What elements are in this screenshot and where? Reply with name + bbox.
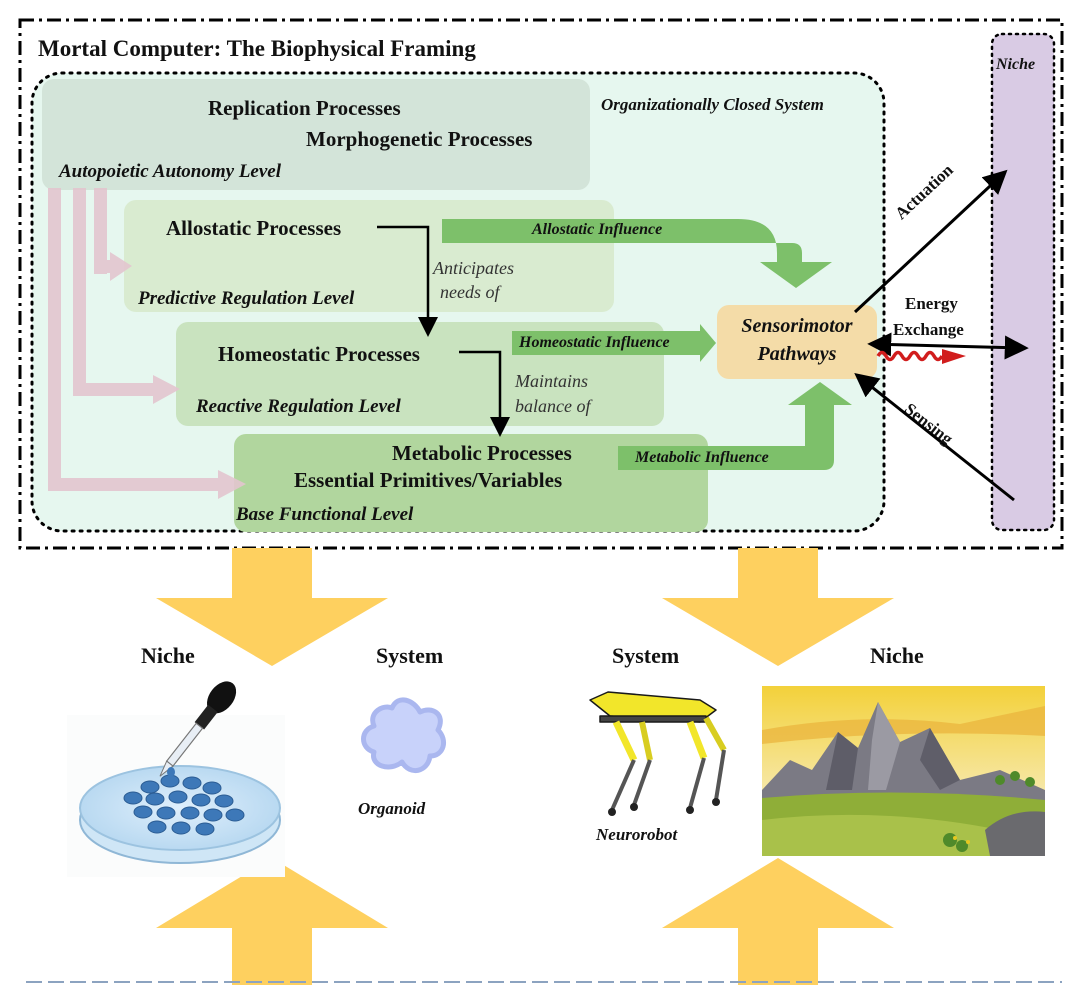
predictive-level-label: Predictive Regulation Level — [138, 288, 355, 309]
left-niche-label: Niche — [141, 643, 195, 668]
landscape-illustration — [762, 686, 1045, 856]
energy-wave — [876, 350, 944, 362]
anticipates-label: Anticipates — [433, 258, 514, 278]
influence-arrows — [442, 219, 852, 470]
sensorimotor-box — [717, 305, 877, 379]
allostatic-influence-label: Allostatic Influence — [532, 221, 663, 238]
organoid-caption: Organoid — [358, 799, 426, 818]
base-box — [234, 434, 708, 532]
morphogenetic-processes-label: Morphogenetic Processes — [306, 127, 533, 151]
metabolic-influence-label: Metabolic Influence — [635, 449, 769, 466]
homeostatic-influence-label: Homeostatic Influence — [519, 334, 670, 351]
petri-dish-illustration — [67, 681, 285, 877]
neurorobot-illustration — [589, 691, 727, 816]
maintains-label: Maintains — [515, 371, 589, 391]
niche-column-label: Niche — [996, 56, 1036, 73]
autopoietic-box — [42, 79, 590, 190]
outer-frame — [18, 18, 1064, 550]
organoid-illustration — [361, 697, 447, 773]
energy-label: Energy — [905, 294, 958, 313]
exchange-label: Exchange — [893, 320, 964, 339]
essential-primitives-label: Essential Primitives/Variables — [294, 468, 563, 492]
yellow-arrows — [156, 548, 894, 985]
autopoietic-level-label: Autopoietic Autonomy Level — [59, 161, 281, 182]
metabolic-processes-label: Metabolic Processes — [392, 441, 572, 465]
diagram-title: Mortal Computer: The Biophysical Framing — [38, 36, 476, 61]
pink-feed-arrows — [48, 188, 246, 499]
sensorimotor-label-line2: Pathways — [757, 343, 837, 365]
needs-of-label: needs of — [440, 282, 500, 302]
right-niche-label: Niche — [870, 643, 924, 668]
reactive-level-label: Reactive Regulation Level — [196, 396, 401, 417]
allostatic-processes-label: Allostatic Processes — [166, 216, 342, 240]
homeostatic-processes-label: Homeostatic Processes — [218, 342, 420, 366]
replication-processes-label: Replication Processes — [208, 96, 401, 120]
right-system-label: System — [612, 643, 680, 668]
balance-of-label: balance of — [515, 396, 591, 416]
neurorobot-caption: Neurorobot — [596, 825, 678, 844]
sensorimotor-label-line1: Sensorimotor — [741, 315, 853, 337]
base-level-label: Base Functional Level — [236, 504, 414, 525]
closed-system-label: Organizationally Closed System — [601, 95, 824, 114]
niche-column — [990, 32, 1056, 532]
left-system-label: System — [376, 643, 444, 668]
